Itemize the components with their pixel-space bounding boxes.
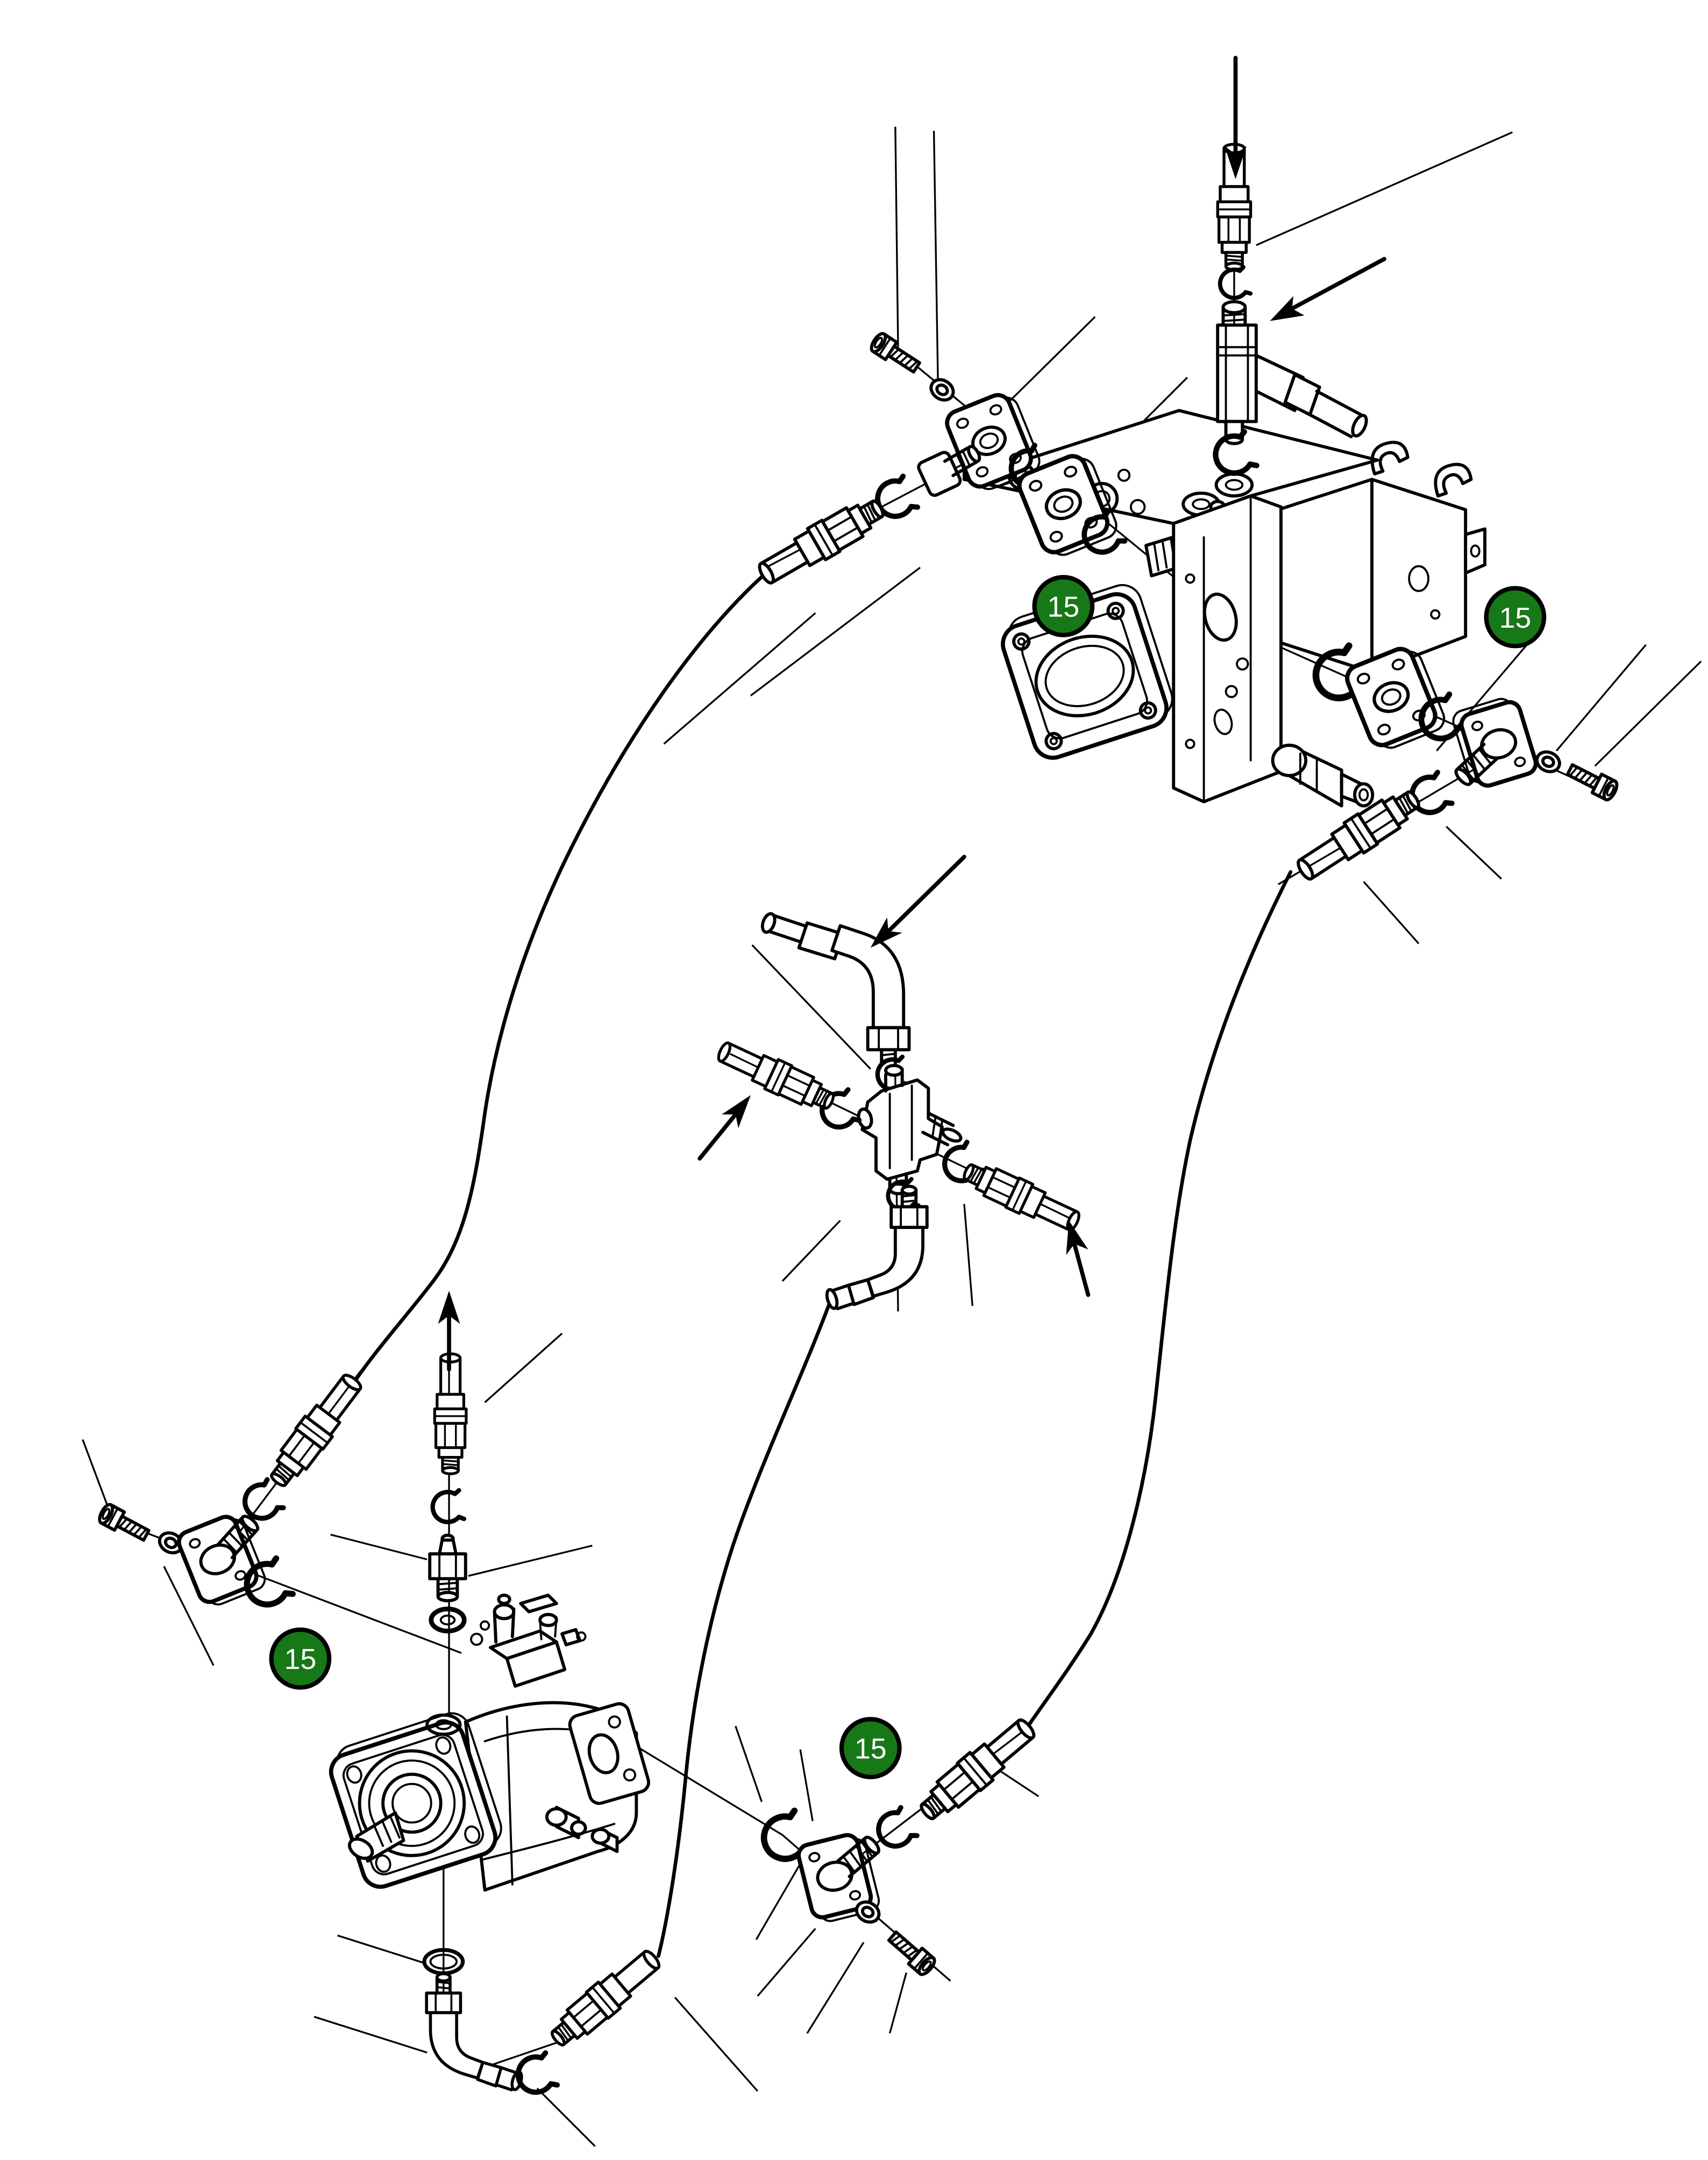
seal-washer [429, 1607, 467, 1633]
port-flange-with-nipple [1444, 689, 1545, 796]
lower-pump-assembly [329, 1593, 650, 1892]
cross-fitting [857, 1064, 963, 1196]
part-callout-badge[interactable]: 15 [269, 1627, 332, 1690]
lifting-lug [1370, 440, 1410, 476]
o-ring [430, 1490, 464, 1524]
tee-fitting [1216, 300, 1368, 445]
flow-arrow-down [1224, 55, 1247, 179]
flow-arrow-cross-right [1066, 1220, 1091, 1297]
washer [927, 375, 957, 404]
elbow-fitting [917, 445, 981, 497]
elbow-fitting [426, 1974, 523, 2091]
flow-arrow-into-tee [1270, 257, 1386, 321]
hose-coupler [545, 1944, 666, 2053]
cap-screw [97, 1503, 151, 1545]
badge-label: 15 [1047, 591, 1079, 623]
port-flange-with-nipple [176, 1511, 268, 1610]
hose-coupler [714, 1036, 838, 1117]
badge-label: 15 [284, 1643, 316, 1675]
badge-circle[interactable] [269, 1627, 332, 1690]
cap-screw [869, 331, 922, 376]
plug-connector [435, 1354, 466, 1474]
hose-lines [353, 571, 1293, 1958]
hose-upper-left-to-lower-pump [353, 571, 768, 1382]
hose-coupler [959, 1156, 1084, 1238]
upper-right-fitting-chain [1292, 642, 1619, 887]
cap-screw [886, 1928, 937, 1977]
part-callout-badge[interactable]: 15 [839, 1717, 902, 1780]
badge-circle[interactable] [839, 1717, 902, 1780]
cross-fitting-cluster [714, 912, 1084, 1310]
badge-label: 15 [855, 1733, 887, 1765]
lower-plug-chain [428, 1354, 467, 1633]
upper-left-fitting-chain [753, 331, 1125, 591]
part-callout-badge[interactable]: 15 [1484, 586, 1547, 649]
lifting-lug [1434, 463, 1473, 498]
lower-left-fitting-chain [97, 1369, 368, 1611]
elbow-fitting [760, 912, 911, 1065]
flow-arrow-cross-top [870, 855, 966, 948]
hose-cross-to-lower-pump-bottom [656, 1298, 832, 1958]
hose-coupler [263, 1369, 368, 1493]
hose-coupler [753, 492, 889, 591]
flow-arrows [438, 55, 1386, 1372]
part-callout-badge[interactable]: 15 [1032, 575, 1095, 637]
top-hose-and-tee-cluster [1211, 144, 1368, 478]
badge-label: 15 [1499, 602, 1531, 634]
lower-pump-bottom-chain [422, 1944, 666, 2097]
hose-upper-right-to-lower-right [1024, 870, 1293, 1731]
badge-circle[interactable] [1032, 575, 1095, 637]
nipple-fitting [428, 1533, 467, 1603]
hose-coupler [914, 1713, 1041, 1828]
badge-circle[interactable] [1484, 586, 1547, 649]
flow-arrow-up [438, 1290, 460, 1372]
snap-ring [513, 2052, 557, 2097]
cap-screw [1565, 761, 1619, 802]
badge-layer: 15 15 15 15 [269, 575, 1547, 1780]
flow-arrow-cross-left [698, 1095, 751, 1161]
